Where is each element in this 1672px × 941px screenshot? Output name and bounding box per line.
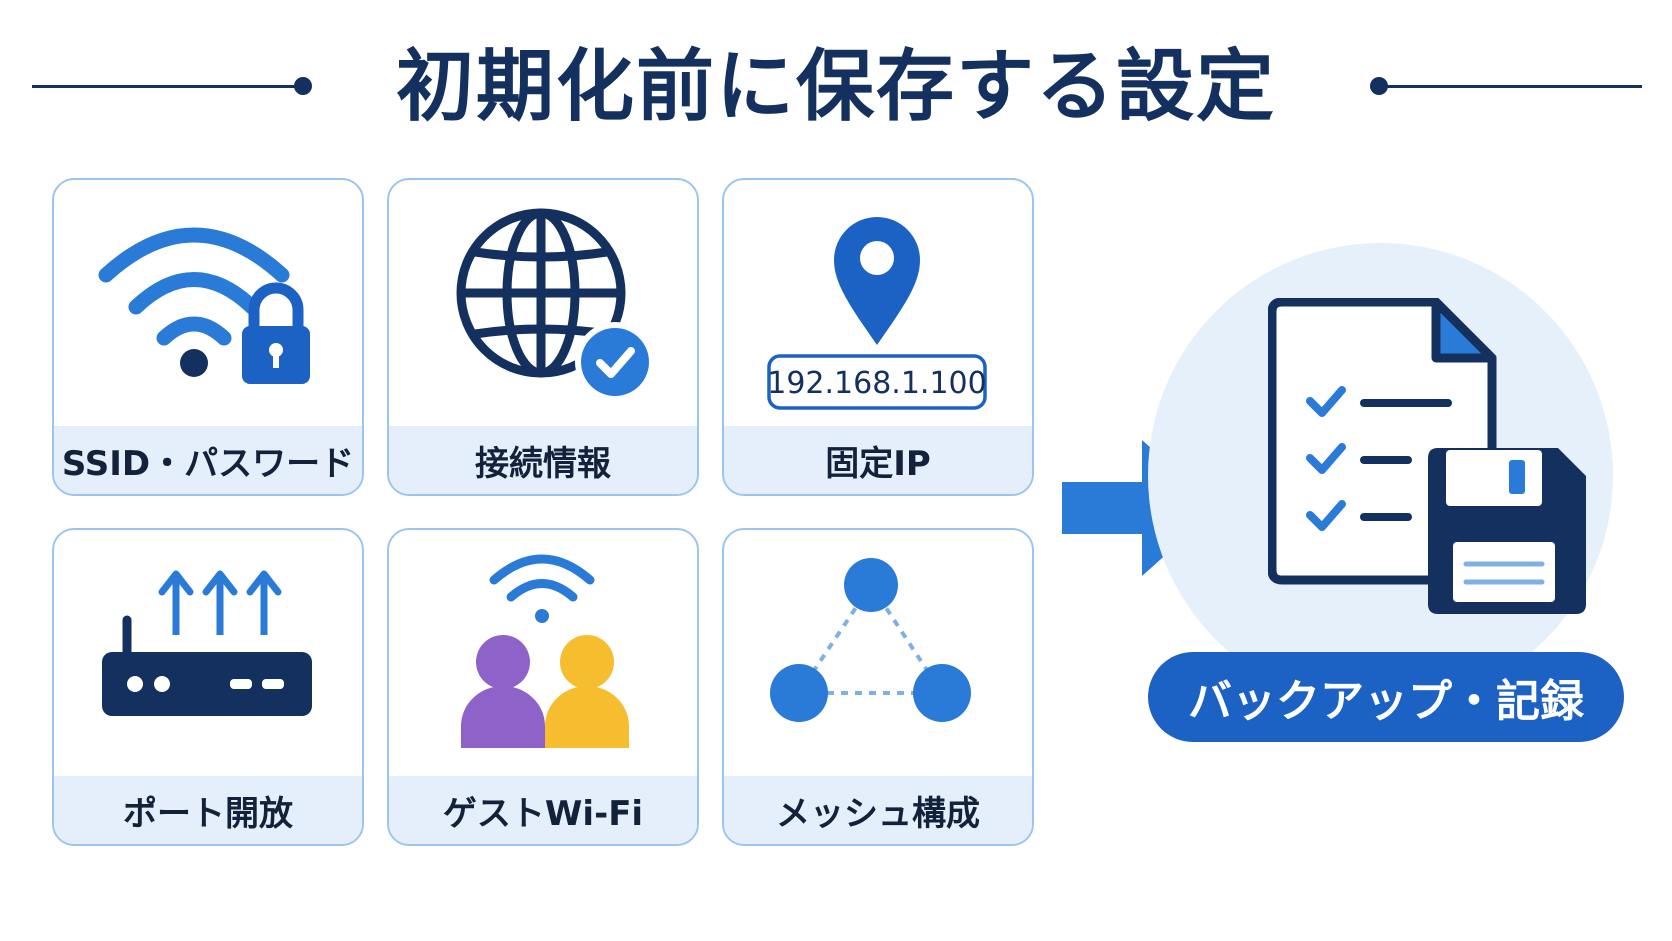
card-mesh-config: メッシュ構成 — [722, 528, 1034, 846]
header-line-right — [1378, 85, 1642, 88]
card-icon-area — [389, 180, 697, 430]
mesh-network-icon — [770, 558, 971, 722]
card-icon-area — [389, 530, 697, 780]
ip-address-text: 192.168.1.100 — [767, 366, 986, 401]
card-label: 接続情報 — [389, 426, 697, 494]
card-icon-area — [724, 530, 1032, 780]
card-label: ポート開放 — [54, 776, 362, 844]
router-upload-icon — [102, 570, 312, 716]
wifi-lock-icon — [98, 227, 310, 384]
card-label: SSID・パスワード — [54, 426, 362, 494]
document-floppy-icon — [1268, 298, 1586, 614]
guest-users-wifi-icon — [461, 554, 629, 748]
globe-check-icon — [456, 208, 655, 402]
card-ssid-password: SSID・パスワード — [52, 178, 364, 496]
card-label: メッシュ構成 — [724, 776, 1032, 844]
card-static-ip: 192.168.1.100 固定IP — [722, 178, 1034, 496]
header-dot-left — [294, 77, 312, 95]
card-label: 固定IP — [724, 426, 1032, 494]
card-port-forwarding: ポート開放 — [52, 528, 364, 846]
card-connection-info: 接続情報 — [387, 178, 699, 496]
card-icon-area — [54, 180, 362, 430]
page-title: 初期化前に保存する設定 — [395, 42, 1276, 132]
card-label: ゲストWi-Fi — [389, 776, 697, 844]
card-guest-wifi: ゲストWi-Fi — [387, 528, 699, 846]
ip-address-box: 192.168.1.100 — [767, 354, 987, 410]
header-line-left — [32, 85, 302, 88]
card-icon-area: 192.168.1.100 — [724, 180, 1032, 430]
header: 初期化前に保存する設定 — [0, 30, 1672, 140]
backup-record-label: バックアップ・記録 — [1148, 652, 1624, 742]
location-pin-icon — [834, 217, 920, 345]
card-icon-area — [54, 530, 362, 780]
